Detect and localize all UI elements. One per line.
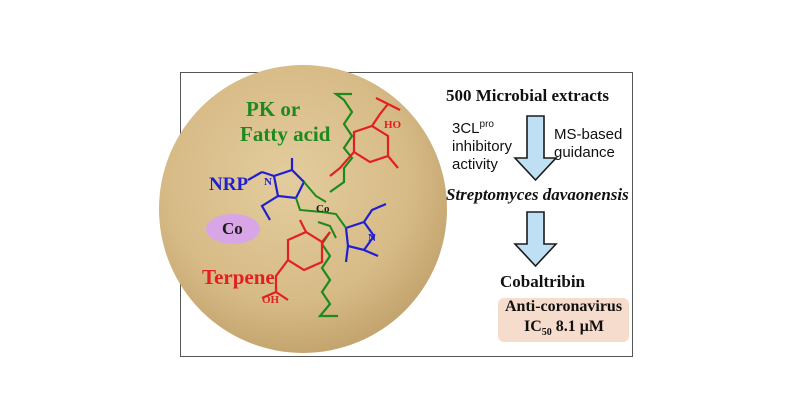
flow-left-annotation: 3CLpro inhibitory activity <box>452 116 512 174</box>
label-fatty-acid: Fatty acid <box>240 122 331 146</box>
compound-label: Cobaltribin <box>500 272 586 291</box>
nrp-core <box>247 158 387 263</box>
label-nrp: NRP <box>209 174 249 195</box>
fatty-acid-chain-bottom <box>317 231 338 318</box>
flow-left-sup: pro <box>479 119 494 130</box>
result-sub: 50 <box>541 327 552 339</box>
label-terpene: Terpene <box>202 265 275 289</box>
flow-left-line3: activity <box>452 156 498 173</box>
cobalt-linkage <box>295 181 347 239</box>
atom-oh: OH <box>262 294 280 306</box>
label-pk: PK or <box>246 97 301 121</box>
flow-arrows <box>513 115 558 268</box>
flow-right-line2: guidance <box>554 144 615 161</box>
arrow-down-2 <box>513 211 558 268</box>
organism-label: Streptomyces davaonensis <box>446 185 629 204</box>
atom-n-left: N <box>264 176 272 188</box>
co-oval <box>206 214 260 244</box>
terpene-top <box>329 97 401 177</box>
atom-co-center: Co <box>316 203 330 215</box>
label-co: Co <box>222 219 243 238</box>
flow-right-line1: MS-based <box>554 126 623 143</box>
fatty-acid-chain-top <box>329 92 354 193</box>
result-ic: IC <box>524 318 542 335</box>
result-line1: Anti-coronavirus <box>505 298 623 315</box>
flow-right-annotation: MS-based guidance <box>554 126 622 162</box>
flow-left-line2: inhibitory <box>452 138 513 155</box>
result-box <box>498 298 629 342</box>
biosynthesis-circle <box>159 65 447 353</box>
flow-left-line1: 3CL <box>452 120 480 137</box>
flow-top-label: 500 Microbial extracts <box>446 86 610 105</box>
atom-n-right: N <box>368 232 376 244</box>
result-line2: IC50 8.1 μM <box>524 318 604 338</box>
arrow-down-1 <box>513 115 558 182</box>
result-value: 8.1 μM <box>551 318 604 335</box>
terpene-bottom <box>261 219 331 301</box>
atom-ho: HO <box>384 119 402 131</box>
